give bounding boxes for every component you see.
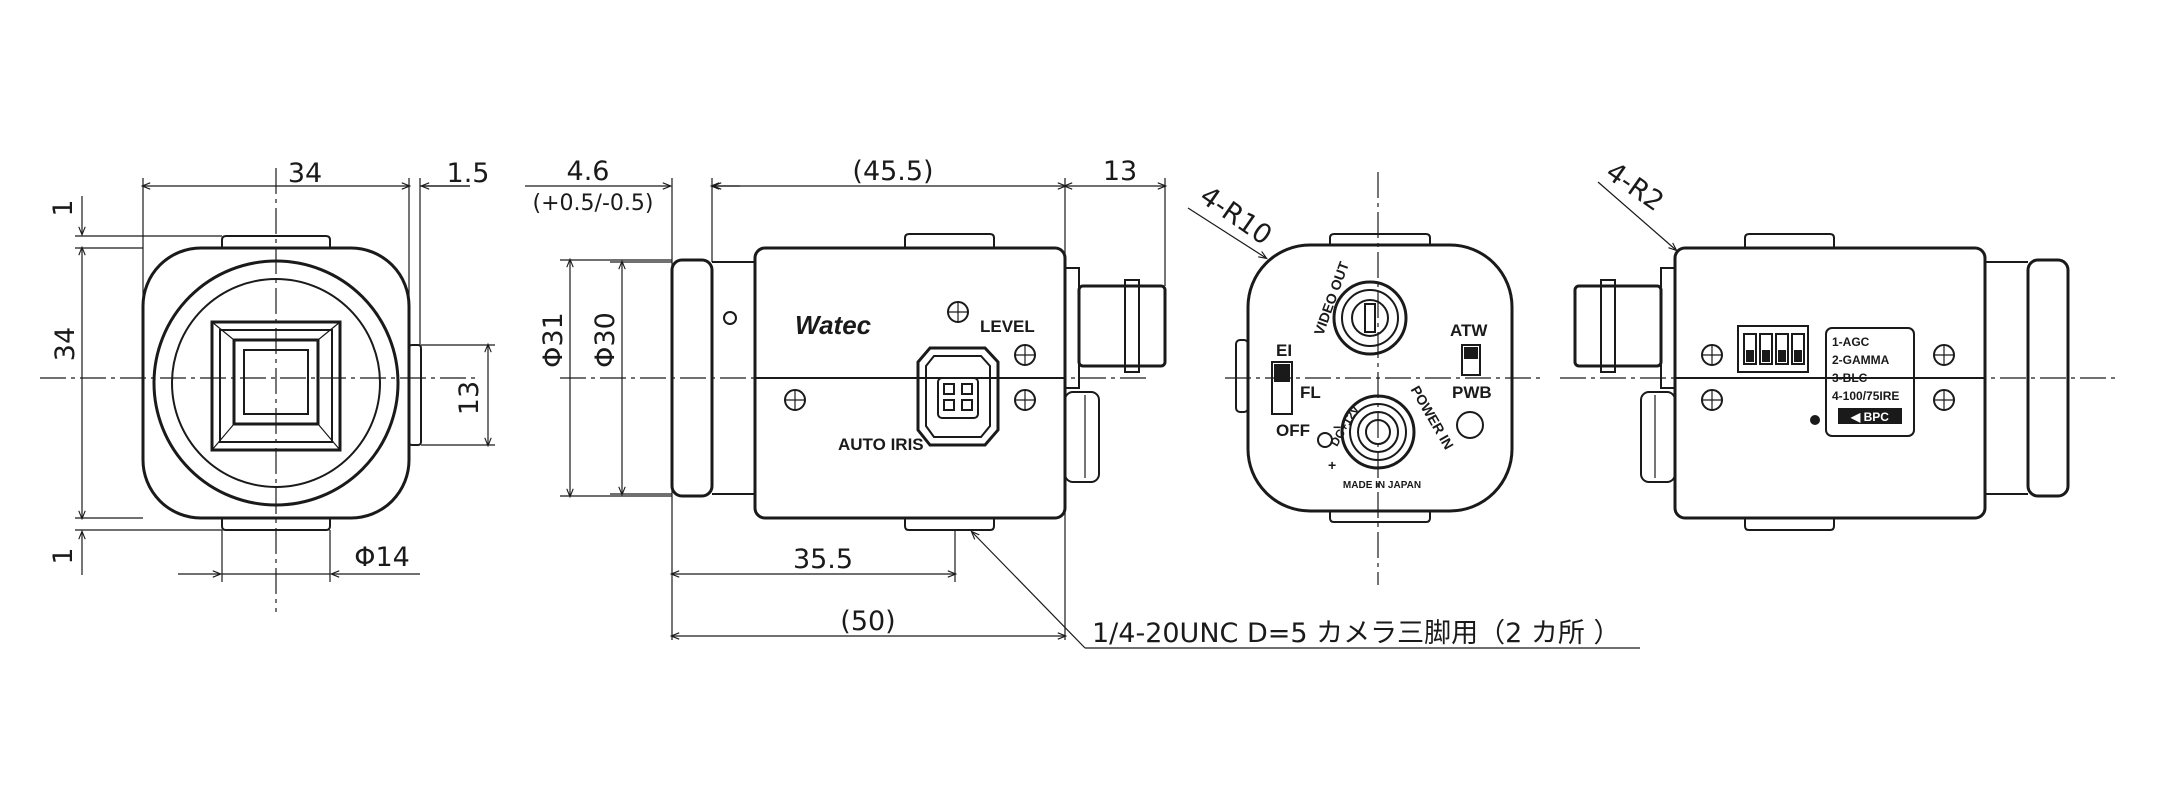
bottom-step-label: 1 (48, 547, 79, 564)
rear-radius-note: 4-R10 (1194, 180, 1277, 251)
tripod-note: 1/4-20UNC D=5 カメラ三脚用（2 カ所 ） (1092, 618, 1620, 649)
brand-logo: Watec (795, 310, 872, 340)
tripod-mount-tab (904, 518, 995, 531)
dip-label-1: 1-AGC (1832, 335, 1870, 349)
atw-label: ATW (1450, 321, 1488, 340)
connector-length-label: 13 (1103, 156, 1137, 187)
video-out-connector (1332, 280, 1408, 356)
overall-length-label: (50) (840, 606, 895, 637)
pwb-button (1456, 411, 1484, 439)
screw-icon (1014, 344, 1036, 366)
ei-label: EI (1276, 341, 1292, 360)
sensor-window (243, 349, 309, 415)
bpc-label: ◀ BPC (1850, 410, 1889, 424)
screw-icon (723, 311, 737, 325)
side-bnc-base (1064, 267, 1080, 389)
front-side-tab (408, 344, 422, 446)
front-width-label: 34 (288, 158, 322, 189)
front-top-tab (221, 235, 331, 248)
dip-label-2: 2-GAMMA (1832, 353, 1890, 367)
side-bnc-connector (1077, 284, 1167, 368)
bottom-radius-note: 4-R2 (1600, 156, 1669, 217)
auto-iris-label: AUTO IRIS (838, 435, 924, 454)
dip-switch-block (1737, 325, 1809, 373)
screw-icon (1014, 389, 1036, 411)
dip-label-plate (1825, 327, 1915, 437)
front-view: 34 1.5 34 1 1 13 Φ14 (40, 158, 495, 612)
sensor-frame-inner (232, 338, 320, 426)
sensor-frame-outer (210, 320, 342, 452)
flange-offset-label: 1.5 (447, 158, 490, 189)
bottom-lens-ring (2026, 258, 2070, 498)
outer-diameter-label: Φ31 (538, 312, 569, 368)
made-in-label: MADE IN JAPAN (1343, 480, 1421, 491)
bottom-bnc-connector (1573, 284, 1663, 368)
minus-label: − (1333, 419, 1341, 435)
screw-icon (1933, 344, 1955, 366)
inner-diameter-label: Φ30 (590, 312, 621, 368)
off-label: OFF (1276, 421, 1310, 440)
side-height-label: 13 (454, 381, 485, 415)
rear-view: EI FL OFF ATW PWB VIDEO OUT POWER IN DC+… (1187, 172, 1540, 585)
ei-fl-switch (1271, 361, 1293, 415)
side-top-tab (904, 233, 995, 248)
screw-icon (947, 301, 969, 323)
front-tolerance-label: (+0.5/-0.5) (533, 191, 654, 216)
screw-icon (1933, 389, 1955, 411)
power-in-connector (1340, 394, 1416, 470)
front-lens-ring-outer (152, 259, 400, 507)
side-view: Watec LEVEL AUTO IRIS 4.6 (+0.5/-0.5) (4… (525, 156, 1640, 649)
plus-label: + (1328, 457, 1336, 473)
front-bottom-tab (221, 518, 331, 531)
dc-polarity-icon (1317, 432, 1333, 448)
screw-icon (784, 389, 806, 411)
fl-label: FL (1300, 383, 1321, 402)
atw-pwb-switch (1461, 344, 1481, 376)
dip-label-3: 3-BLC (1832, 371, 1868, 385)
side-body (753, 246, 1067, 520)
front-height-label: 34 (50, 327, 81, 361)
body-length-label: (45.5) (852, 156, 933, 187)
pwb-label: PWB (1452, 383, 1492, 402)
front-length-label: 4.6 (567, 156, 610, 187)
bottom-body (1673, 246, 1987, 520)
tripod-offset-label: 35.5 (793, 544, 853, 575)
video-out-label: VIDEO OUT (1311, 259, 1353, 337)
sensor-frame-mid (219, 329, 333, 443)
screw-icon (1701, 389, 1723, 411)
front-lens-ring-inner (171, 278, 381, 488)
lens-diameter-label: Φ14 (354, 542, 410, 573)
screw-icon (1701, 344, 1723, 366)
top-step-label: 1 (48, 199, 79, 216)
dip-label-4: 4-100/75IRE (1832, 389, 1899, 403)
power-in-label: POWER IN (1408, 383, 1457, 452)
bottom-view: 1-AGC 2-GAMMA 3-BLC 4-100/75IRE ◀ BPC 4-… (1560, 156, 2120, 531)
auto-iris-connector (916, 346, 1000, 447)
level-label: LEVEL (980, 317, 1035, 336)
